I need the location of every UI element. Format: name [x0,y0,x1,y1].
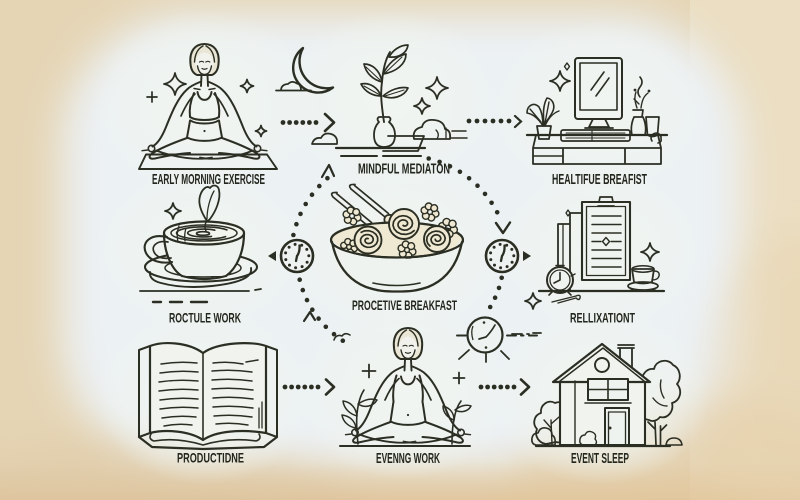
svg-text:ROCTULE WORK: ROCTULE WORK [169,310,241,326]
svg-text:EVENT SLEEP: EVENT SLEEP [571,451,629,467]
svg-text:MINDFUL MEDIATON: MINDFUL MEDIATON [358,161,450,178]
svg-text:EARLY MORNING EXERCISE: EARLY MORNING EXERCISE [152,171,265,188]
svg-text:EVENNG WORK: EVENNG WORK [376,451,440,467]
svg-text:PRODUCTIDNE: PRODUCTIDNE [177,450,244,466]
svg-text:PROCETIVE BREAKFAST: PROCETIVE BREAKFAST [352,297,457,313]
svg-text:HEALTIFUE BREAFIST: HEALTIFUE BREAFIST [552,171,647,188]
svg-text:RELLIXATIONT: RELLIXATIONT [570,310,635,326]
